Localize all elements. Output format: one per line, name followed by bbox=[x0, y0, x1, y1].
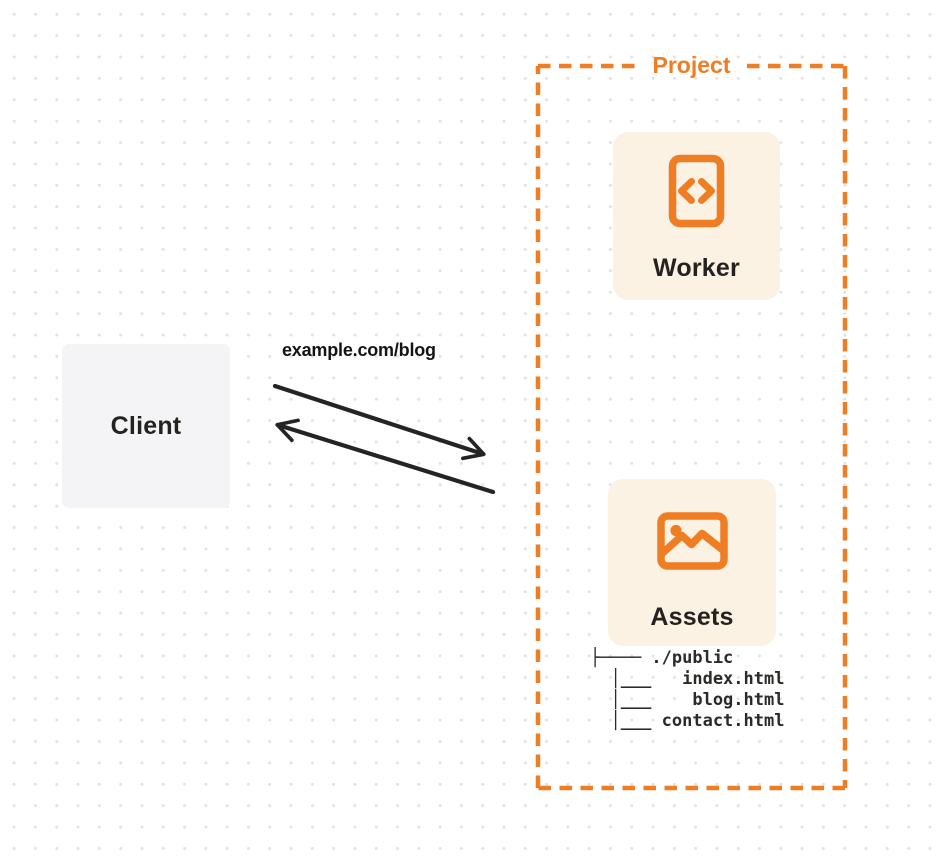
assets-file-tree: ├──── ./public │___ index.html │___ blog… bbox=[590, 648, 785, 731]
request-arrow bbox=[272, 383, 486, 461]
image-icon bbox=[656, 512, 728, 575]
project-dashed-border bbox=[535, 63, 848, 791]
client-label: Client bbox=[110, 411, 182, 440]
worker-node: Worker bbox=[613, 132, 780, 300]
request-url-label: example.com/blog bbox=[282, 340, 436, 360]
assets-label: Assets bbox=[650, 603, 734, 631]
response-arrow bbox=[275, 418, 496, 495]
worker-label: Worker bbox=[653, 254, 740, 282]
code-file-icon bbox=[668, 154, 725, 233]
client-node: Client bbox=[62, 344, 230, 508]
assets-node: Assets bbox=[608, 479, 776, 646]
project-label: Project bbox=[652, 52, 731, 78]
